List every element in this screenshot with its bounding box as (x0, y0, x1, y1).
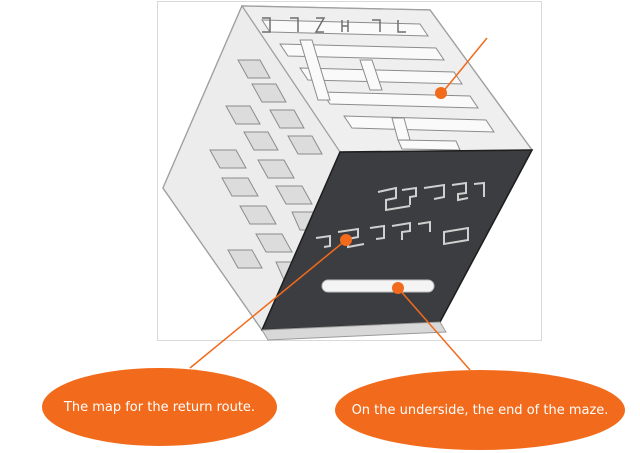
maze-exit-slot (321, 279, 435, 293)
callout-lines (189, 37, 488, 371)
marker-exit-slot (392, 282, 404, 294)
callout-maze-end-text: On the underside, the end of the maze. (351, 402, 609, 418)
callout-maze-end: On the underside, the end of the maze. (335, 370, 625, 450)
marker-top-face (435, 87, 447, 99)
rim-engraving (262, 17, 406, 33)
marker-return-map (340, 234, 352, 246)
front-face (260, 149, 534, 341)
top-face-maze (261, 19, 495, 151)
callout-return-map-text: The map for the return route. (63, 399, 256, 415)
return-route-map (315, 181, 485, 249)
callout-return-map: The map for the return route. (42, 368, 277, 446)
callout-markers (340, 87, 447, 294)
